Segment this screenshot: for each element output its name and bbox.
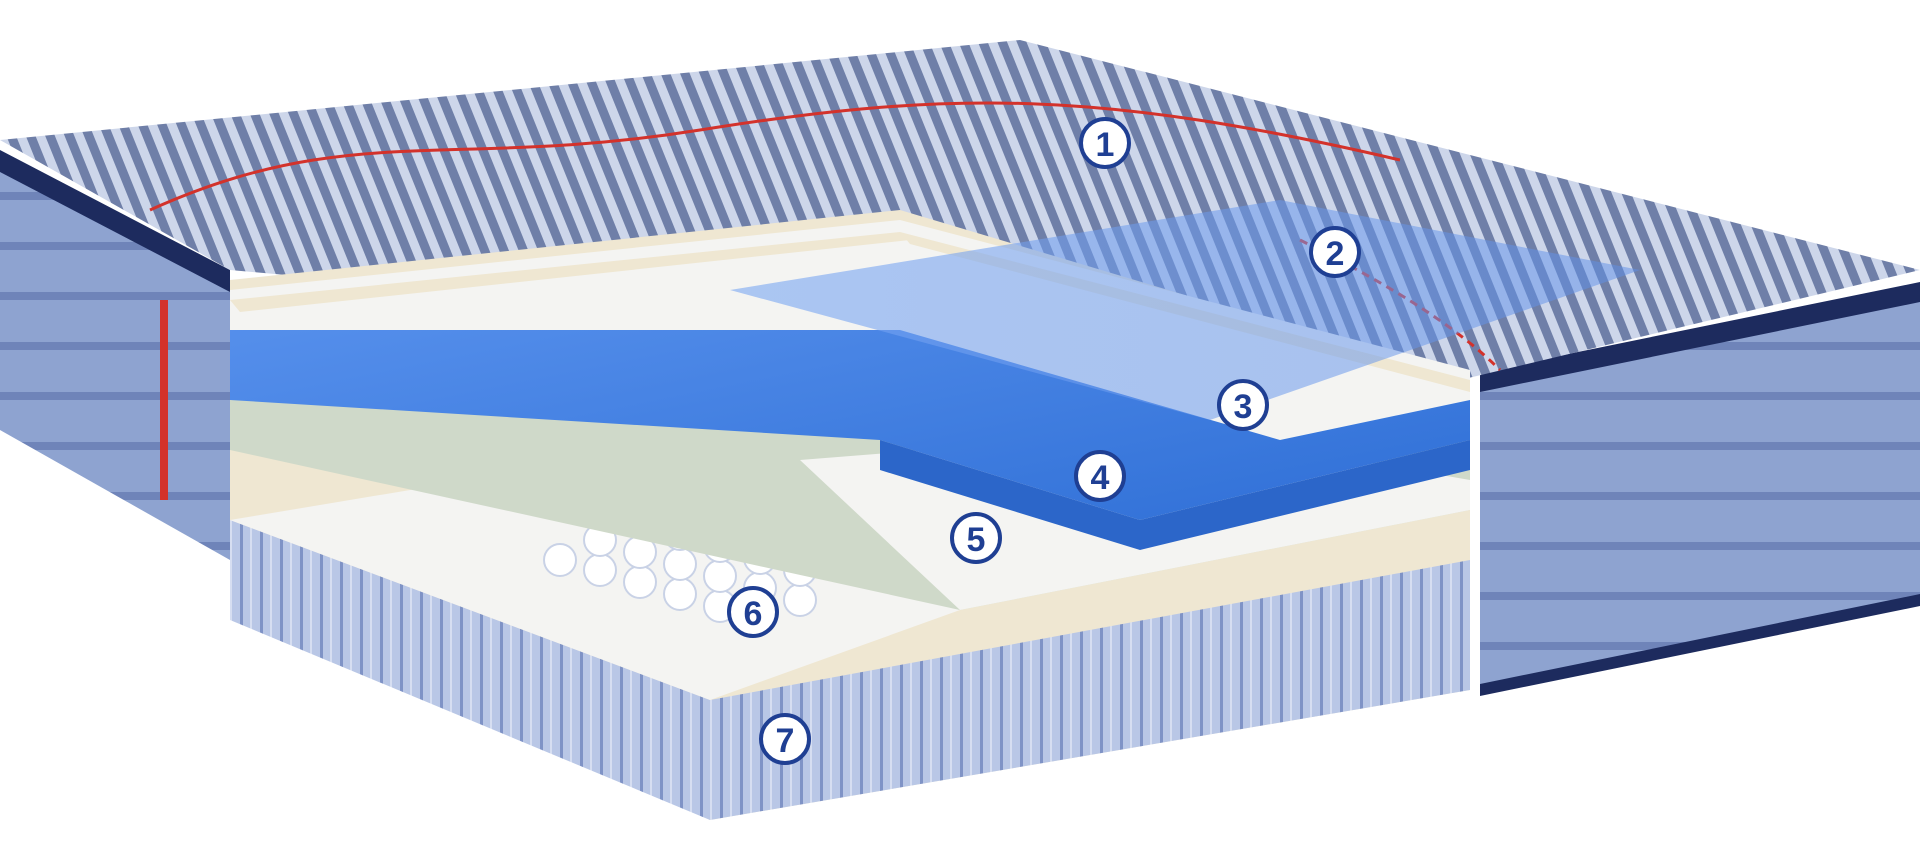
svg-text:6: 6	[744, 595, 763, 633]
svg-text:4: 4	[1091, 459, 1110, 497]
left-side-panel	[0, 150, 230, 560]
marker-6: 6	[727, 586, 779, 638]
svg-text:7: 7	[776, 722, 795, 760]
marker-4: 4	[1074, 450, 1126, 502]
right-side-panel	[1480, 282, 1920, 696]
svg-text:5: 5	[967, 521, 986, 559]
marker-3: 3	[1217, 379, 1269, 431]
marker-1: 1	[1079, 117, 1131, 169]
svg-text:3: 3	[1234, 388, 1253, 426]
svg-text:2: 2	[1326, 235, 1345, 273]
marker-2: 2	[1309, 226, 1361, 278]
svg-text:1: 1	[1096, 126, 1115, 164]
marker-7: 7	[759, 713, 811, 765]
cutaway-layers	[230, 200, 1640, 820]
translucent-cover-layer	[730, 200, 1640, 420]
pocket-coil-side	[230, 520, 1470, 820]
marker-5: 5	[950, 512, 1002, 564]
pocket-coil-top	[230, 480, 960, 700]
